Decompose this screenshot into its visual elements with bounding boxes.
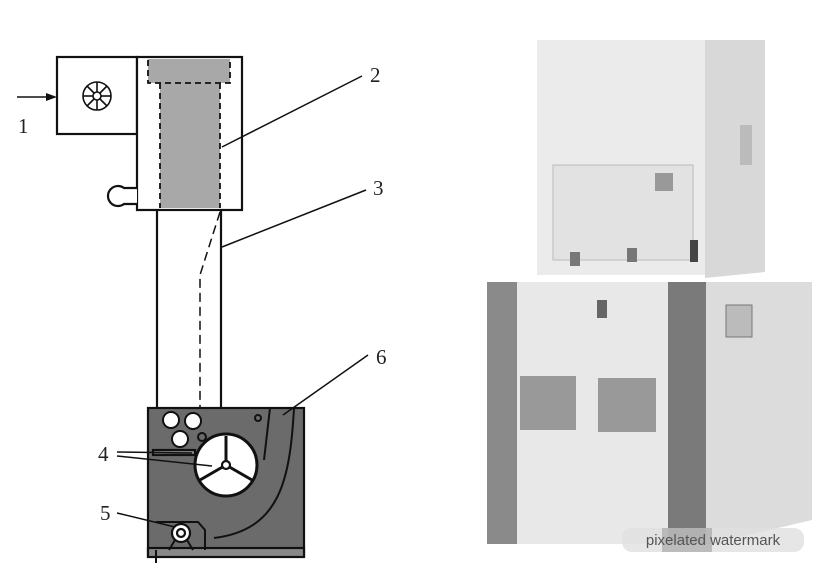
handle-knob: [106, 184, 137, 208]
duct-partition: [199, 211, 221, 408]
opener-base: [146, 546, 306, 559]
label-3: 3: [373, 176, 384, 200]
schematic-diagram: [17, 55, 369, 563]
suction-fan: [168, 522, 194, 551]
filter-body: [160, 83, 220, 208]
label-1: 1: [18, 114, 29, 138]
watermark: pixelated watermark: [622, 528, 804, 552]
label-2: 2: [370, 63, 381, 87]
filter-outline: [147, 60, 231, 208]
label-6: 6: [376, 345, 387, 369]
arrow-head-icon: [46, 93, 57, 101]
watermark-text: pixelated watermark: [646, 532, 781, 549]
fan-housing-lower: [155, 521, 206, 563]
feed-rollers: [162, 411, 262, 448]
machine-photo: [487, 40, 812, 545]
duct: [155, 210, 223, 408]
label-4: 4: [98, 442, 109, 466]
leader-lines: [116, 75, 369, 528]
fan-icon: [82, 81, 112, 111]
fan-housing: [55, 55, 139, 136]
label-5: 5: [100, 501, 111, 525]
outlet-channel: [213, 407, 295, 539]
beater-cylinder: [193, 432, 259, 498]
filter-top: [148, 59, 230, 83]
